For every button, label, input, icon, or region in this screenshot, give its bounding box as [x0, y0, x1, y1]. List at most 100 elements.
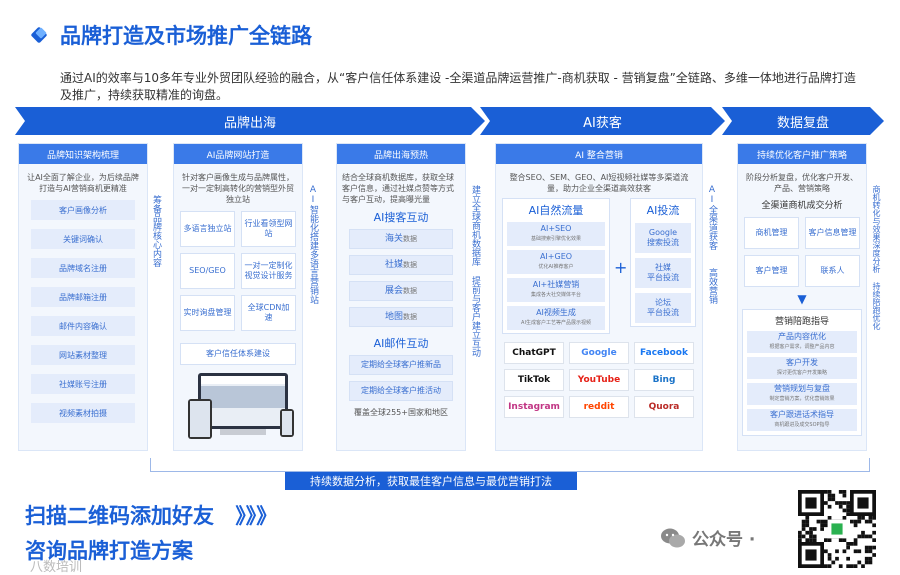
coaching-item-title: 营销规划与复盘 [774, 384, 830, 393]
col3-email-list: 定期给全球客户推新品定期给全球客户推活动 [349, 355, 453, 401]
ai-organic-item-title: AI视频生成 [536, 308, 576, 317]
col5-panel: 持续优化客户推广策略 阶段分析复盘，优化客户开发、产品、营销策略 全渠道商机成交… [737, 143, 867, 451]
col3-search-item: 展会数据 [349, 281, 453, 301]
platform-logo-facebook: Facebook [634, 342, 694, 364]
website-mockup-image [188, 373, 294, 443]
col4-desc: 整合SEO、SEM、GEO、AI短视频社媒等多渠道流量，助力企业全渠道高效获客 [509, 173, 689, 193]
ai-ads-item: 论坛平台投流 [635, 293, 691, 323]
col5-header: 持续优化客户推广策略 [738, 144, 866, 164]
ai-ads-item-title: Google [648, 228, 678, 237]
coaching-item-title: 客户跟进话术指导 [770, 410, 834, 419]
col3-desc: 结合全球商机数据库，获取全球客户信息，通过社媒点赞等方式与客户互动，提高曝光量 [342, 173, 454, 204]
coaching-item-title: 产品内容优化 [778, 332, 826, 341]
ai-organic-item-title: AI+SEO [540, 224, 572, 233]
ai-ads-item-sub: 平台投流 [647, 273, 679, 282]
ai-ads-item: 社媒平台投流 [635, 258, 691, 288]
page-title: 品牌打造及市场推广全链路 [60, 24, 312, 48]
col2-item: SEO/GEO [180, 253, 235, 289]
col3-header: 品牌出海预热 [337, 144, 465, 164]
col2-wide-item: 客户信任体系建设 [180, 343, 296, 365]
col3-footnote: 覆盖全球255+国家和地区 [354, 408, 448, 417]
col1-item: 邮件内容确认 [31, 316, 135, 336]
coaching-item-sub: 制定营销方案，优化营销效果 [769, 396, 835, 402]
watermark-text: 八数培训 [30, 560, 83, 575]
coaching-list: 产品内容优化根据客户需求，调整产品内容客户开发探讨更优客户开发策略营销规划与复盘… [747, 331, 857, 431]
col5-grid-item: 客户信息管理 [805, 217, 860, 249]
ai-organic-item-title: AI+GEO [539, 252, 573, 261]
ai-organic-item-sub: 集成各大社交媒体平台 [530, 292, 581, 298]
ai-organic-item-sub: AI生成客户工艺等产品展示视频 [521, 320, 591, 326]
col2-item: 行业看领型网站 [241, 211, 296, 247]
col4-header: AI 整合营销 [496, 144, 702, 164]
coaching-item-sub: 探讨更优客户开发策略 [776, 370, 827, 376]
col3-search-item: 社媒数据 [349, 255, 453, 275]
ai-ads-item-title: 论坛 [655, 298, 671, 307]
col3-search-item-sub: 数据 [403, 235, 417, 243]
col4-side-text-2: 高效营销 [707, 268, 717, 304]
col1-item: 关键词确认 [31, 229, 135, 249]
col2-panel: AI品牌网站打造 针对客户画像生成与品牌属性，一对一定制高转化的营销型外贸独立站… [173, 143, 303, 451]
cta-scan-text: 扫描二维码添加好友 [25, 504, 214, 528]
coaching-item: 客户跟进话术指导商机跟进及成交SOP指导 [747, 409, 857, 431]
ai-organic-item-title: AI+社媒营销 [532, 280, 580, 289]
col3-search-item-sub: 数据 [403, 313, 417, 321]
col3-search-item: 地图数据 [349, 307, 453, 327]
cta-arrows: 》》》 [235, 504, 278, 528]
col3-search-list: 海关数据社媒数据展会数据地图数据 [349, 229, 453, 327]
col5-grid: 商机管理客户信息管理客户管理联系人 [744, 217, 860, 287]
wechat-icon [661, 528, 685, 547]
col2-desc: 针对客户画像生成与品牌属性，一对一定制高转化的营销型外贸独立站 [182, 173, 294, 204]
col1-item: 网站素材整理 [31, 345, 135, 365]
col2-header: AI品牌网站打造 [174, 144, 302, 164]
col3-search-item-sub: 数据 [403, 287, 417, 295]
ai-ads-item-title: 社媒 [655, 263, 671, 272]
col5-grid-item: 联系人 [805, 255, 860, 287]
col3-search-item-label: 海关 [384, 234, 403, 244]
ai-ads-item-sub: 平台投流 [647, 308, 679, 317]
plus-icon: + [614, 258, 628, 277]
coaching-item-title: 客户开发 [786, 358, 818, 367]
ai-ads-item-sub: 搜索投流 [647, 238, 679, 247]
col3-email-item: 定期给全球客户推活动 [349, 381, 453, 401]
ai-organic-item: AI+GEO 优化AI推荐客户 [507, 250, 605, 274]
col3-email-item: 定期给全球客户推新品 [349, 355, 453, 375]
col3-section-search: AI搜客互动 [373, 211, 429, 224]
ai-organic-item: AI+社媒营销集成各大社交媒体平台 [507, 278, 605, 302]
col1-item: 品牌域名注册 [31, 258, 135, 278]
coaching-title: 营销陪跑指导 [774, 317, 829, 327]
ai-organic-item: AI视频生成 AI生成客户工艺等产品展示视频 [507, 306, 605, 330]
coaching-item-sub: 商机跟进及成交SOP指导 [774, 422, 830, 428]
col4-side-text-1: AI全渠道获客 [707, 185, 717, 250]
col3-search-item-sub: 数据 [403, 261, 417, 269]
col5-grid-item: 客户管理 [744, 255, 799, 287]
col1-panel: 品牌知识架构梳理 让AI全面了解企业，为后续品牌打造与AI营销商机更精准 客户画… [18, 143, 148, 451]
col5-subtitle: 全渠道商机成交分析 [761, 201, 843, 211]
col3-side-text: 建立全球商机数据库 提前与客户建立互动 [470, 185, 480, 357]
coaching-item: 客户开发探讨更优客户开发策略 [747, 357, 857, 379]
col1-item: 品牌邮箱注册 [31, 287, 135, 307]
analysis-strip: 持续数据分析，获取最佳客户信息与最优营销打法 [285, 472, 577, 490]
platform-logo-google: Google [569, 342, 629, 364]
col3-section-email: AI邮件互动 [373, 337, 429, 350]
qr-code-image[interactable] [798, 490, 876, 568]
col1-item: 客户画像分析 [31, 200, 135, 220]
watermark-label: 公众号 · [692, 530, 756, 550]
banner-data-review: 数据复盘 [722, 107, 884, 135]
banner-ai-acquisition: AI获客 [480, 107, 725, 135]
ai-ads-title: AI投流 [646, 204, 680, 217]
col2-side-text: AI智能化搭建多语言营销站 [308, 185, 318, 304]
platform-logo-youtube: YouTube [569, 369, 629, 391]
cta-consult: 咨询品牌打造方案 [25, 539, 193, 563]
col2-item: 实时询盘管理 [180, 295, 235, 331]
coaching-box: 营销陪跑指导 产品内容优化根据客户需求，调整产品内容客户开发探讨更优客户开发策略… [742, 309, 862, 436]
wechat-watermark: 公众号 · [660, 525, 755, 550]
platform-logo-bing: Bing [634, 369, 694, 391]
ai-organic-item-sub: 优化AI推荐客户 [538, 264, 574, 270]
coaching-item: 营销规划与复盘制定营销方案，优化营销效果 [747, 383, 857, 405]
